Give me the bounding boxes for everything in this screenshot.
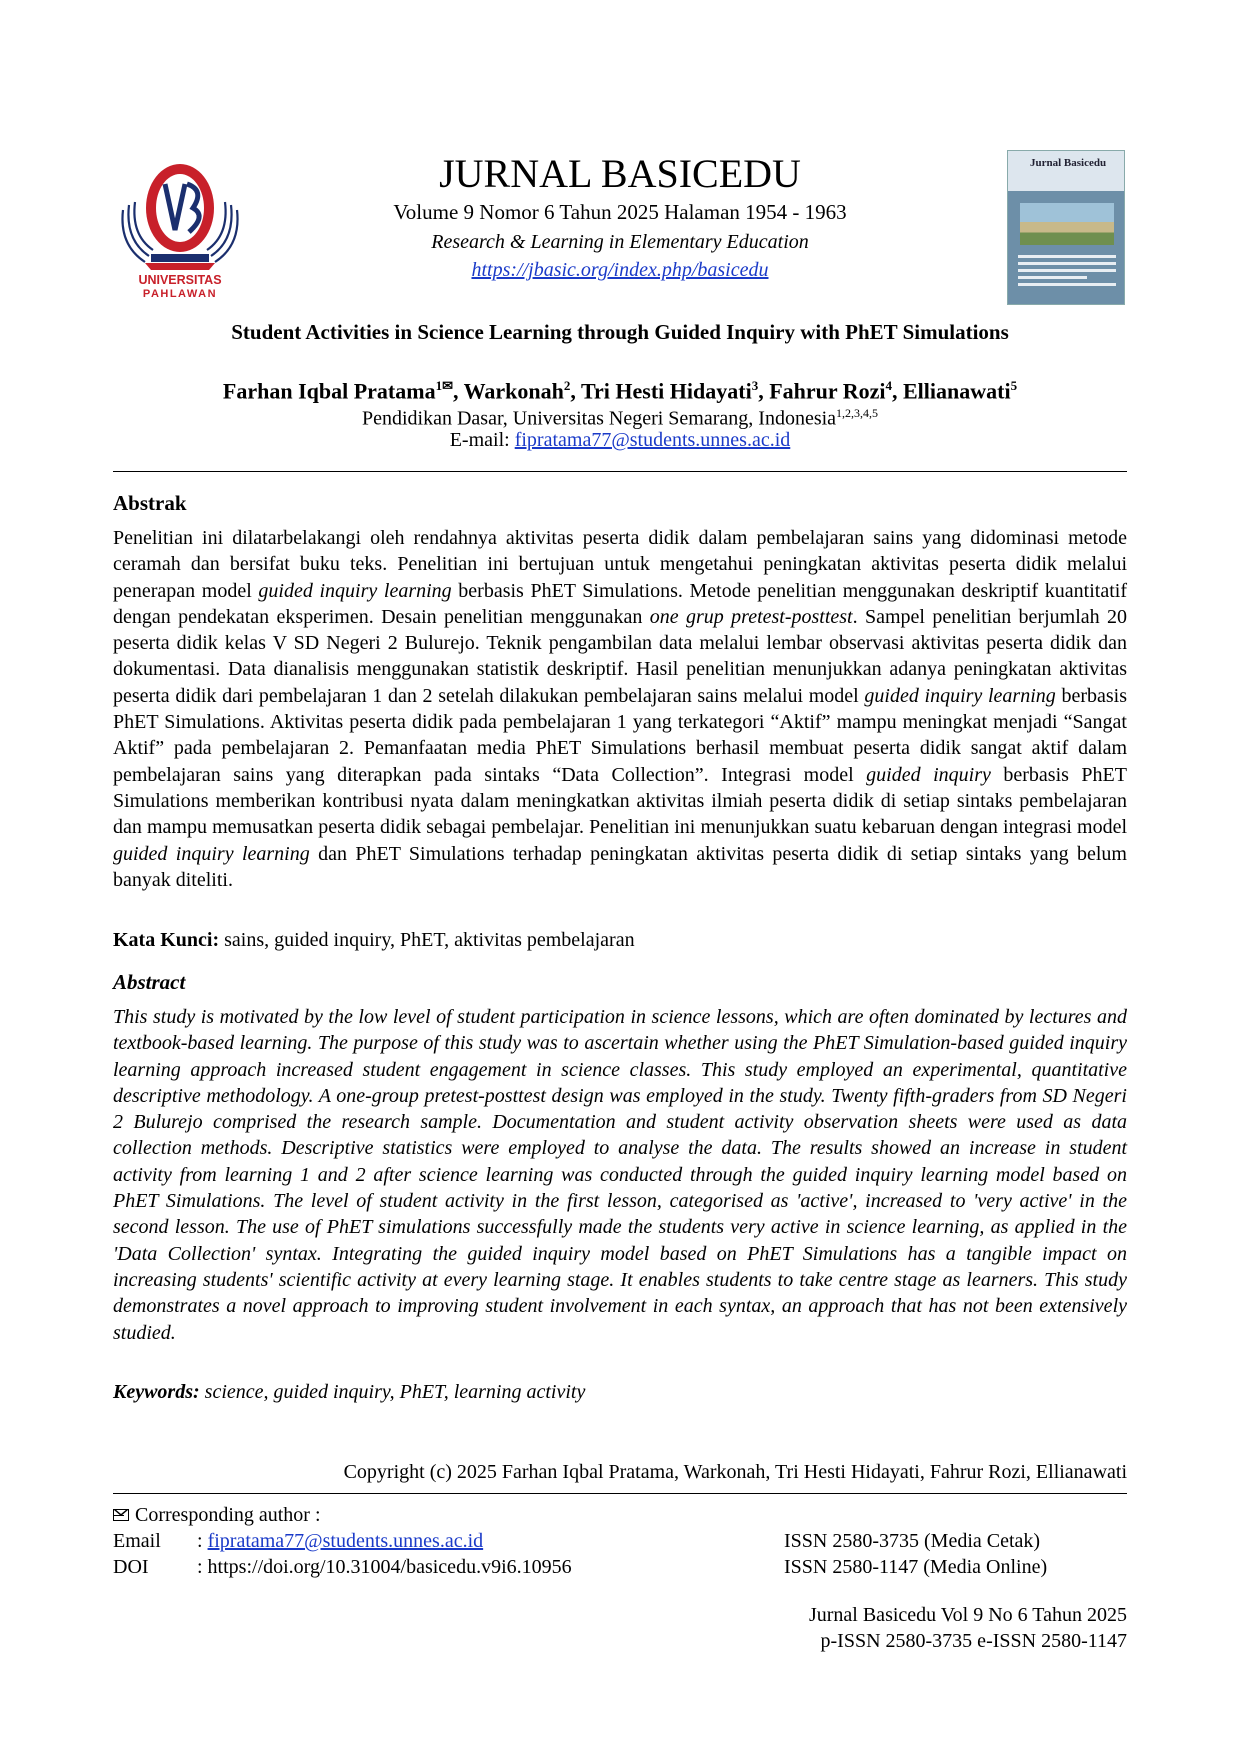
author-name: Farhan Iqbal Pratama xyxy=(222,378,436,404)
journal-subtitle: Research & Learning in Elementary Educat… xyxy=(431,231,809,253)
wings-icon xyxy=(121,201,239,263)
journal-title: JURNAL BASICEDU xyxy=(439,151,801,196)
abstrak-text: Penelitian ini dilatarbelakangi oleh ren… xyxy=(113,527,1128,891)
author-name: Tri Hesti Hidayati xyxy=(580,378,752,404)
abstract-heading: Abstract xyxy=(113,970,186,994)
abstrak-heading: Abstrak xyxy=(113,491,187,515)
affiliation: Pendidikan Dasar, Universitas Negeri Sem… xyxy=(361,406,879,430)
author-sup: 5 xyxy=(1010,378,1018,393)
email-link[interactable]: fipratama77@students.unnes.ac.id xyxy=(514,429,791,451)
footer-divider xyxy=(113,1493,1127,1494)
journal-cover-image: Jurnal Basicedu xyxy=(1007,150,1125,305)
author-name: Warkonah xyxy=(463,378,564,404)
author-name: Ellianawati xyxy=(903,378,1011,404)
issn-print: ISSN 2580-3735 (Media Cetak) xyxy=(784,1530,1041,1552)
footer-email-label: Email xyxy=(113,1530,161,1552)
author-sup: 2 xyxy=(563,378,571,393)
abstract-text: This study is motivated by the low level… xyxy=(113,1006,1127,1344)
corresponding-author: Corresponding author : xyxy=(113,1502,321,1528)
journal-volume: Volume 9 Nomor 6 Tahun 2025 Halaman 1954… xyxy=(393,200,847,224)
kata-kunci: Kata Kunci: sains, guided inquiry, PhET,… xyxy=(113,929,635,951)
author-sup: 3 xyxy=(751,378,759,393)
header-divider xyxy=(113,471,1127,472)
university-logo: UNIVERSITAS PAHLAWAN xyxy=(121,164,239,300)
footer-email-link[interactable]: fipratama77@students.unnes.ac.id xyxy=(207,1530,484,1552)
keywords: Keywords: science, guided inquiry, PhET,… xyxy=(113,1381,586,1403)
footer-doi-label: DOI xyxy=(113,1556,149,1578)
issn-online: ISSN 2580-1147 (Media Online) xyxy=(784,1556,1048,1578)
copyright-line: Copyright (c) 2025 Farhan Iqbal Pratama,… xyxy=(343,1461,1127,1483)
campus-photo xyxy=(1020,203,1114,245)
envelope-icon xyxy=(113,1509,129,1521)
envelope-icon: ✉ xyxy=(442,378,453,393)
author-sup: 4 xyxy=(885,378,893,393)
journal-url-link[interactable]: https://jbasic.org/index.php/basicedu xyxy=(471,259,769,281)
author-sup: 1 xyxy=(435,378,443,393)
author-name: Fahrur Rozi xyxy=(769,378,886,404)
author-email: E-mail: fipratama77@students.unnes.ac.id xyxy=(449,429,791,451)
paper-title: Student Activities in Science Learning t… xyxy=(231,320,1009,344)
cover-title: Jurnal Basicedu xyxy=(1030,157,1107,169)
svg-text:PAHLAWAN: PAHLAWAN xyxy=(143,288,217,300)
footer-doi[interactable]: : https://doi.org/10.31004/basicedu.v9i6… xyxy=(197,1556,572,1578)
journal-footer-line: Jurnal Basicedu Vol 9 No 6 Tahun 2025 xyxy=(808,1604,1127,1626)
logo-text: UNIVERSITAS xyxy=(138,273,221,287)
pissn-footer-line: p-ISSN 2580-3735 e-ISSN 2580-1147 xyxy=(820,1630,1127,1652)
footer-email: : fipratama77@students.unnes.ac.id xyxy=(197,1530,484,1552)
author-list: Farhan Iqbal Pratama1✉, Warkonah2, Tri H… xyxy=(222,378,1018,404)
